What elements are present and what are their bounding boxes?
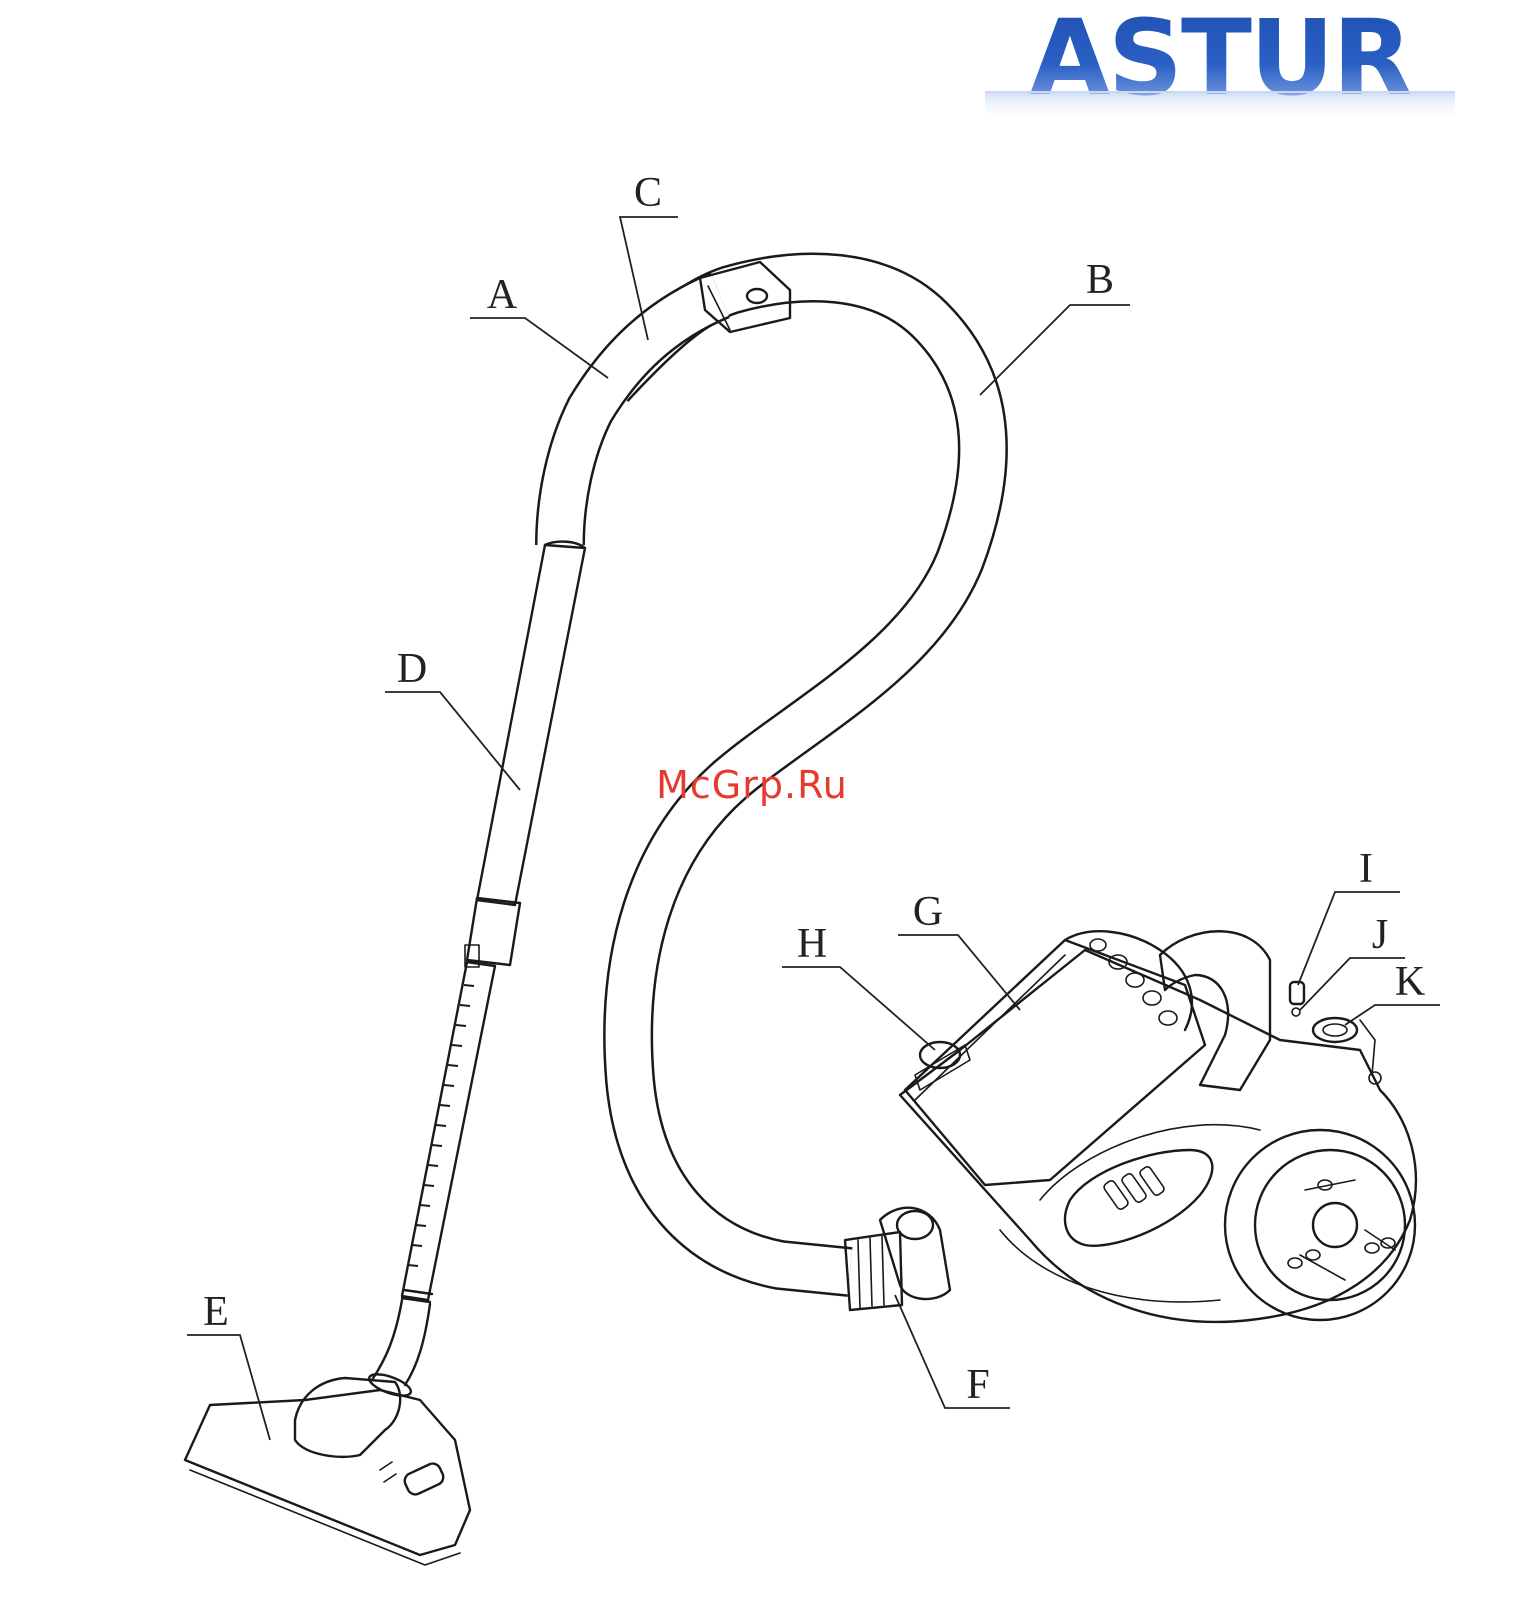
leader-H (782, 967, 935, 1050)
brand-logo: ASTUR (985, 0, 1455, 122)
container-rim (915, 955, 1065, 1100)
nozzle-mark-1 (380, 1462, 392, 1470)
callout-G: G (913, 889, 943, 935)
hose-connector (845, 1232, 902, 1310)
body-shell (900, 950, 1416, 1322)
control-panel (1065, 1150, 1212, 1246)
tube-clamp (467, 898, 520, 965)
callout-C: C (634, 170, 662, 216)
leader-E (187, 1335, 270, 1440)
leader-J (1300, 958, 1405, 1010)
leader-B (980, 305, 1130, 395)
callout-J: J (1372, 912, 1388, 958)
callout-K: K (1395, 959, 1425, 1005)
inlet-port (897, 1211, 933, 1239)
carry-handle (1160, 931, 1270, 1090)
watermark: McGrp.Ru (656, 763, 848, 807)
wheel-dot-3 (1365, 1243, 1379, 1253)
leader-A (470, 318, 608, 378)
dust-container (905, 940, 1205, 1185)
callout-A: A (487, 272, 518, 318)
hose-inlet (880, 1208, 950, 1299)
upper-tube (477, 545, 585, 905)
power-slider (1102, 1165, 1165, 1210)
lower-tube (402, 962, 495, 1300)
nozzle-bottom-edge (185, 1460, 420, 1555)
logo-reflection (985, 92, 1455, 122)
callout-I: I (1359, 846, 1373, 892)
floor-nozzle (185, 1378, 470, 1565)
cord-rewind-button (1290, 982, 1304, 1004)
power-button-cap (1323, 1024, 1347, 1036)
tube-band-1 (404, 1290, 432, 1294)
body-contour-1 (1000, 1230, 1220, 1302)
nozzle-body (185, 1390, 470, 1555)
indicator-light (1292, 1008, 1300, 1016)
rear-wheel (1225, 1130, 1415, 1320)
vacuum-body (845, 931, 1416, 1322)
leader-K (1345, 1005, 1440, 1025)
wheel-dot-1 (1288, 1258, 1302, 1268)
wheel-dot-2 (1306, 1250, 1320, 1260)
nozzle-neck (372, 1300, 430, 1385)
wheel-rim (1255, 1150, 1405, 1300)
leader-F (895, 1295, 1010, 1408)
nozzle-hood (295, 1378, 400, 1457)
callout-B: B (1086, 257, 1114, 303)
wheel-hub (1313, 1203, 1357, 1247)
callout-E: E (203, 1289, 229, 1335)
callout-H: H (797, 921, 827, 967)
callout-D: D (397, 646, 427, 692)
nozzle-pedal-switch (402, 1461, 446, 1497)
callout-F: F (966, 1362, 989, 1408)
nozzle-mark-2 (384, 1474, 396, 1482)
